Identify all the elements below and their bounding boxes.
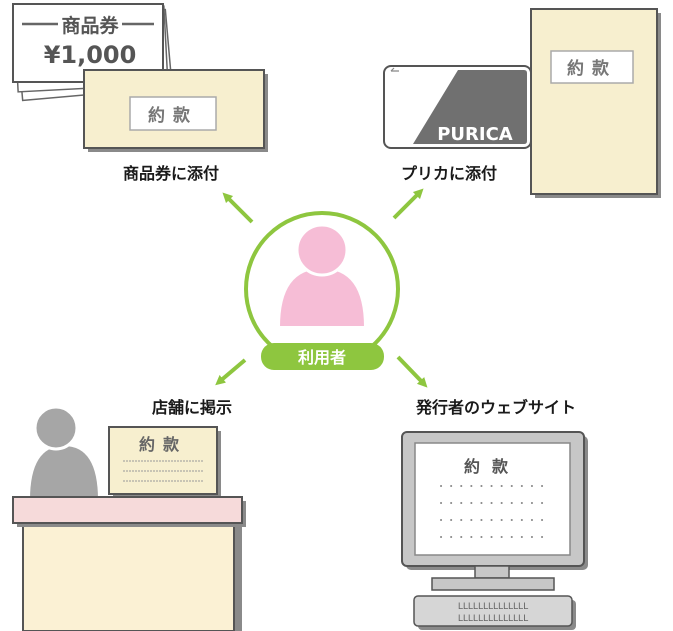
prepaid-card: PURICA: [383, 65, 532, 149]
keyboard-keys-row-2: LLLLLLLLLLLLLL: [458, 614, 528, 624]
website-terms-label: 約款: [464, 457, 520, 476]
user-badge: [261, 343, 384, 370]
store-group: 店舗に掲示 約款: [12, 398, 246, 631]
voucher-caption: 商品券に添付: [123, 164, 219, 183]
voucher-terms-label: 約款: [148, 105, 198, 126]
voucher-terms-document: 約款: [83, 69, 268, 152]
card-terms-label: 約款: [567, 58, 617, 79]
card-caption: プリカに添付: [401, 164, 497, 183]
user-icon: [277, 223, 367, 328]
user-badge-label: 利用者: [298, 348, 346, 367]
clerk-icon: [30, 405, 98, 500]
arrow-to-website: [396, 355, 428, 388]
voucher-amount: ¥1,000: [44, 41, 137, 69]
arrow-to-store: [215, 358, 247, 386]
monitor-icon: 約款: [401, 431, 588, 591]
card-terms-document: 約款: [530, 8, 661, 198]
website-group: 発行者のウェブサイト 約款 LLLLLLLLLLLLLL LLLLLLLLLLL…: [401, 398, 588, 630]
store-counter: [12, 496, 246, 631]
keyboard-keys-row-1: LLLLLLLLLLLLLL: [458, 602, 528, 612]
arrow-to-voucher: [222, 192, 254, 224]
store-caption: 店舗に掲示: [152, 398, 232, 417]
website-dotted-lines: [440, 485, 551, 538]
store-terms-label: 約款: [139, 435, 187, 454]
arrow-to-card: [392, 188, 424, 220]
user-hub: 利用者: [244, 211, 400, 370]
voucher-label: 商品券: [61, 14, 119, 37]
card-brand: PURICA: [437, 124, 513, 145]
gift-voucher-group: 商品券 ¥1,000 約款 商品券に添付: [12, 3, 268, 183]
keyboard-icon: LLLLLLLLLLLLLL LLLLLLLLLLLLLL: [413, 595, 576, 630]
store-terms-notice: 約款: [108, 426, 221, 498]
prepaid-card-group: 約款 PURICA プリカに添付: [383, 8, 661, 198]
website-caption: 発行者のウェブサイト: [415, 398, 576, 417]
connector-arrows: [215, 188, 428, 388]
